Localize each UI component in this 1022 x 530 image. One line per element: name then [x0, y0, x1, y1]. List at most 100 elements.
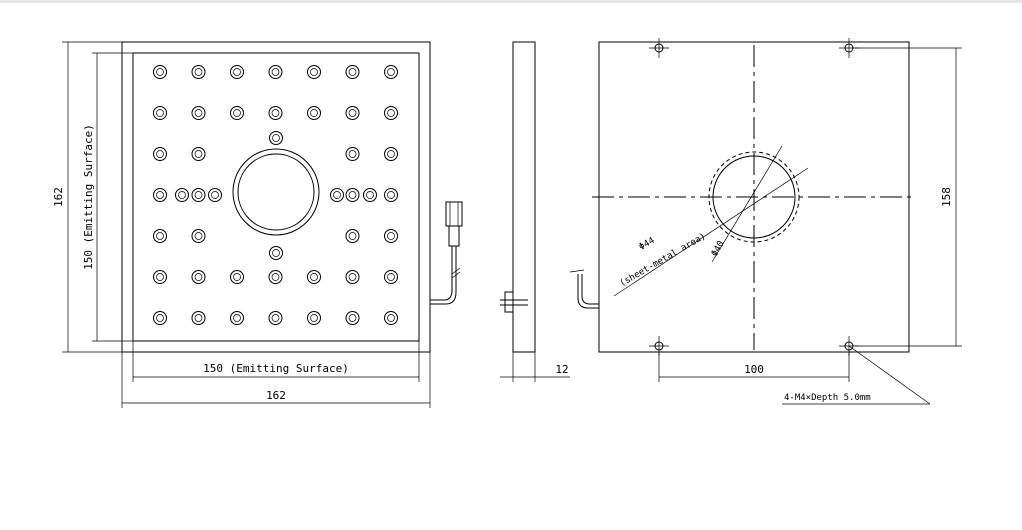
led-emitter-lens — [387, 109, 395, 117]
label-height-emitting: 150 (Emitting Surface) — [82, 124, 95, 270]
front-outer-frame — [121, 41, 431, 353]
mounting-hole-top-left — [649, 38, 669, 58]
led-emitter — [153, 229, 167, 243]
label-height-overall: 162 — [52, 187, 65, 207]
opening-circle — [712, 155, 796, 239]
front-emitting-surface — [132, 52, 420, 342]
led-emitter-lens — [156, 273, 164, 281]
led-array — [153, 65, 398, 325]
led-emitter-lens — [348, 314, 357, 322]
led-emitter-lens — [233, 314, 241, 322]
led-emitter-lens — [310, 314, 318, 322]
led-emitter — [153, 270, 167, 284]
led-emitter-lens — [156, 314, 164, 322]
led-emitter-lens — [156, 191, 164, 199]
led-emitter — [153, 106, 167, 120]
sheet-metal-area-circle — [708, 151, 800, 243]
led-emitter — [208, 188, 222, 202]
led-emitter — [330, 188, 344, 202]
label-sheet-metal-note: (sheet-metal area) — [618, 232, 707, 289]
led-emitter — [269, 246, 283, 260]
led-emitter-lens — [348, 68, 357, 76]
side-cable — [500, 291, 528, 313]
side-profile — [512, 41, 536, 353]
led-emitter — [230, 270, 244, 284]
label-sheet-metal-dia: Φ44 — [637, 236, 656, 253]
led-emitter-lens — [387, 191, 395, 199]
led-emitter-lens — [366, 191, 374, 199]
led-emitter — [384, 106, 398, 120]
label-thread-note: 4-M4×Depth 5.0mm — [784, 393, 871, 403]
label-width-emitting: 150 (Emitting Surface) — [203, 362, 349, 375]
led-emitter-lens — [387, 150, 395, 158]
led-emitter-lens — [271, 68, 280, 76]
led-emitter — [230, 311, 244, 325]
led-emitter-lens — [387, 232, 395, 240]
led-emitter-lens — [156, 150, 164, 158]
led-emitter-lens — [348, 191, 357, 199]
center-opening-outer — [232, 148, 320, 236]
led-emitter — [384, 65, 398, 79]
led-emitter-lens — [194, 68, 203, 76]
led-emitter — [363, 188, 377, 202]
led-emitter-lens — [194, 314, 203, 322]
led-emitter — [307, 106, 321, 120]
led-emitter — [191, 106, 206, 120]
led-emitter-lens — [387, 273, 395, 281]
led-emitter-lens — [333, 191, 341, 199]
led-emitter — [175, 188, 189, 202]
led-emitter-lens — [348, 150, 357, 158]
led-emitter-lens — [348, 273, 357, 281]
leader-thread — [848, 345, 931, 405]
led-emitter-lens — [194, 232, 203, 240]
front-cable — [430, 201, 463, 305]
center-opening-inner — [237, 153, 315, 231]
led-emitter — [345, 311, 360, 325]
led-emitter-lens — [156, 232, 164, 240]
led-emitter — [153, 188, 167, 202]
led-emitter-lens — [271, 314, 280, 322]
led-emitter — [153, 65, 167, 79]
led-emitter — [230, 106, 244, 120]
led-emitter — [384, 270, 398, 284]
led-emitter — [345, 65, 360, 79]
led-emitter-lens — [233, 109, 241, 117]
led-emitter — [153, 311, 167, 325]
led-emitter-lens — [272, 249, 280, 257]
led-emitter-lens — [156, 109, 164, 117]
led-emitter-lens — [387, 68, 395, 76]
led-emitter — [384, 188, 398, 202]
led-emitter — [345, 270, 360, 284]
led-emitter — [191, 65, 206, 79]
leader-opening — [711, 145, 783, 263]
led-emitter-lens — [271, 273, 280, 281]
led-emitter-lens — [271, 109, 280, 117]
side-view: 12 — [500, 41, 570, 382]
led-emitter-lens — [211, 191, 219, 199]
led-emitter — [384, 147, 398, 161]
led-emitter-lens — [156, 68, 164, 76]
led-emitter — [191, 311, 206, 325]
led-emitter — [153, 147, 167, 161]
label-width-overall: 162 — [266, 389, 286, 402]
label-hole-spacing: 100 — [744, 363, 764, 376]
label-thickness: 12 — [555, 363, 568, 376]
height-dimensions: 162 150 (Emitting Surface) — [52, 41, 133, 353]
led-emitter-lens — [272, 134, 280, 142]
led-emitter — [307, 311, 321, 325]
led-emitter — [345, 147, 360, 161]
label-back-height: 158 — [940, 187, 953, 207]
led-emitter-lens — [310, 109, 318, 117]
led-emitter — [269, 131, 283, 145]
led-emitter — [384, 229, 398, 243]
led-emitter — [230, 65, 244, 79]
led-emitter — [307, 65, 321, 79]
led-emitter — [191, 188, 206, 202]
led-emitter — [307, 270, 321, 284]
led-emitter-lens — [348, 232, 357, 240]
led-emitter — [268, 311, 283, 325]
led-emitter — [345, 229, 360, 243]
led-emitter — [191, 147, 206, 161]
led-emitter — [384, 311, 398, 325]
